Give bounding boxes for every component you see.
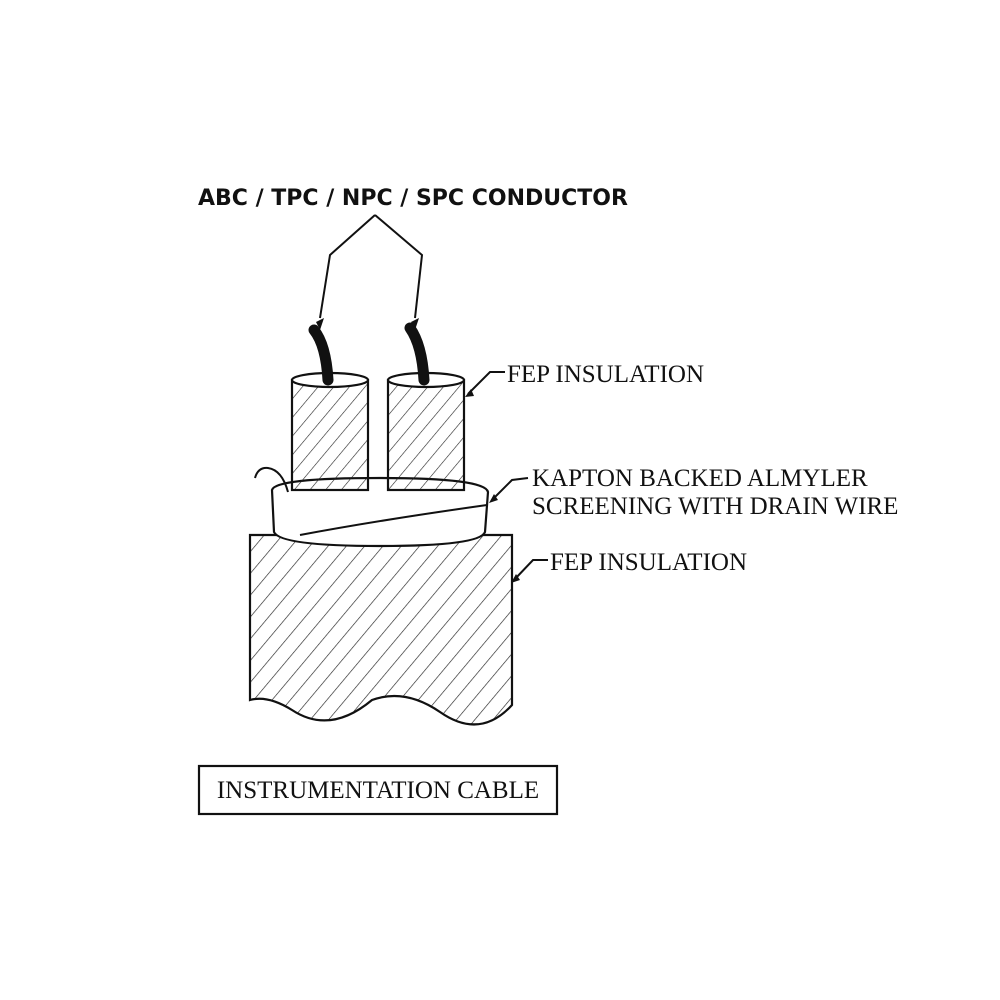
caption-box: INSTRUMENTATION CABLE bbox=[197, 764, 559, 816]
conductor-label: ABC / TPC / NPC / SPC CONDUCTOR bbox=[198, 186, 628, 211]
screening-leader bbox=[489, 477, 529, 503]
conductor-leader-lines bbox=[316, 214, 424, 330]
right-conductor-wire bbox=[404, 322, 430, 386]
fep-inner-leader bbox=[465, 371, 505, 397]
fep-insulation-outer-label: FEP INSULATION bbox=[550, 549, 747, 576]
screening-label-line2: SCREENING WITH DRAIN WIRE bbox=[532, 493, 898, 520]
screening-label-line1: KAPTON BACKED ALMYLER bbox=[532, 465, 868, 492]
drain-wire bbox=[254, 466, 289, 493]
outer-fep-jacket bbox=[248, 533, 514, 726]
left-insulated-core bbox=[290, 371, 370, 492]
fep-outer-leader bbox=[511, 559, 548, 583]
fep-insulation-inner-label: FEP INSULATION bbox=[507, 361, 704, 388]
left-conductor-wire bbox=[308, 324, 334, 386]
caption-text: INSTRUMENTATION CABLE bbox=[217, 777, 539, 804]
right-insulated-core bbox=[386, 371, 466, 492]
